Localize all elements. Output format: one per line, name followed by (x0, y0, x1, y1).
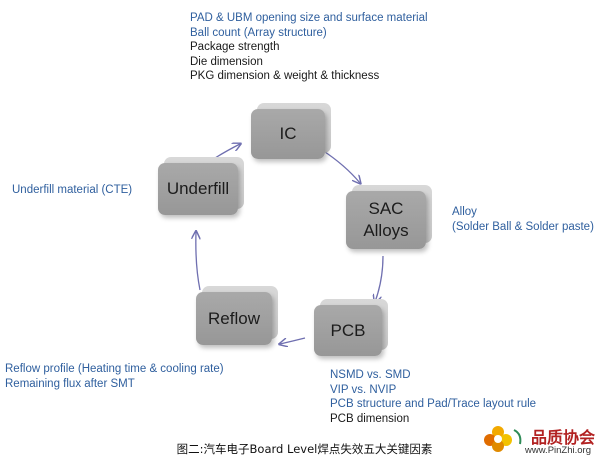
reflow-note-line: Remaining flux after SMT (5, 377, 135, 390)
underfill-note: Underfill material (CTE) (12, 184, 133, 196)
ic-note-line: Package strength (190, 41, 280, 53)
pcb-label: PCB (330, 320, 366, 340)
underfill-label: Underfill (166, 179, 230, 198)
logo-url: www.PinZhi.org (525, 445, 591, 456)
reflow-notes: Reflow profile (Heating time & cooling r… (5, 362, 224, 391)
reflow-box: Reflow (196, 286, 278, 345)
pcb-note-line: VIP vs. NVIP (330, 383, 397, 396)
ic-notes: PAD & UBM opening size and surface mater… (190, 11, 428, 84)
ic-note-line: PAD & UBM opening size and surface mater… (190, 12, 428, 24)
figure-caption: 图二:汽车电子Board Level焊点失效五大关键因素 (176, 442, 433, 456)
ic-label: IC (279, 124, 297, 143)
arrow-underfill-to-ic (214, 144, 240, 159)
sac-notes: Alloy (Solder Ball & Solder paste) (452, 205, 594, 234)
sac-label-line1: SAC (368, 199, 404, 218)
arrow-reflow-to-underfill (196, 232, 201, 291)
ic-note-line: PKG dimension & weight & thickness (190, 70, 380, 82)
ic-note-line: Ball count (Array structure) (190, 26, 327, 39)
arrow-ic-to-sac (321, 149, 360, 183)
arrow-sac-to-pcb (375, 255, 384, 302)
arrow-pcb-to-reflow (280, 337, 306, 344)
sac-alloys-box: SAC Alloys (346, 185, 432, 249)
flower-logo-icon (484, 426, 522, 452)
underfill-box: Underfill (158, 157, 244, 215)
sac-label-line2: Alloys (363, 221, 409, 240)
logo-name: 品质协会 (531, 428, 596, 447)
sac-note-line: Alloy (452, 206, 477, 218)
pcb-note-line: PCB structure and Pad/Trace layout rule (330, 398, 537, 410)
pcb-box: PCB (314, 299, 388, 356)
pcb-note-line: PCB dimension (330, 412, 410, 425)
pcb-notes: NSMD vs. SMD VIP vs. NVIP PCB structure … (330, 368, 536, 426)
sac-note-line: (Solder Ball & Solder paste) (452, 220, 594, 233)
ic-box: IC (251, 103, 331, 159)
pcb-note-line: NSMD vs. SMD (330, 369, 411, 381)
ic-note-line: Die dimension (190, 55, 263, 68)
reflow-note-line: Reflow profile (Heating time & cooling r… (5, 363, 224, 375)
reflow-label: Reflow (208, 308, 260, 328)
